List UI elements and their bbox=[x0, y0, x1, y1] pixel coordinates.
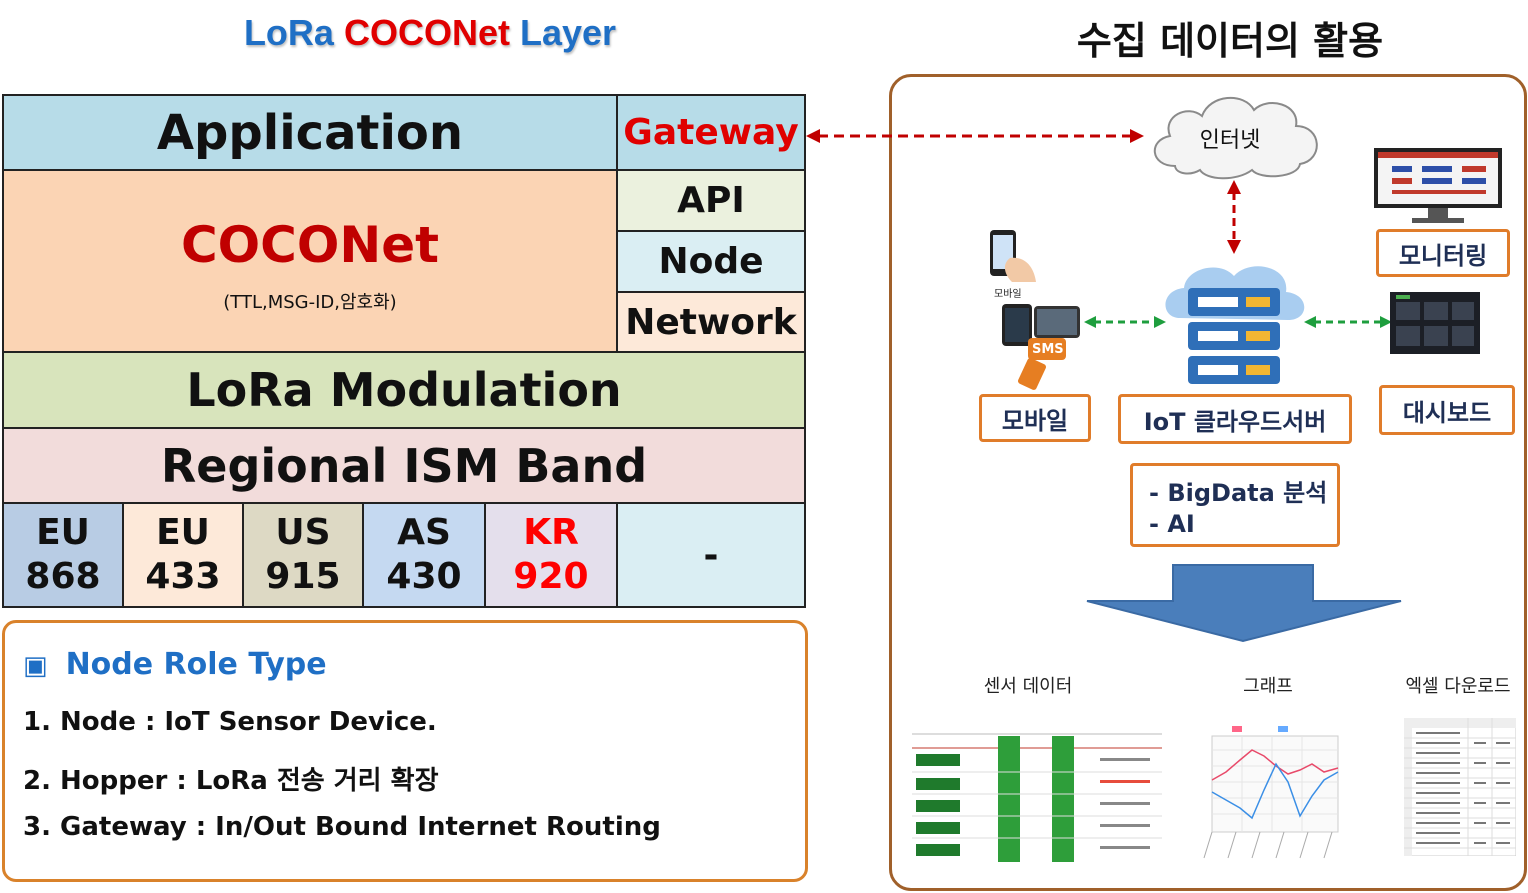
gateway-internet-arrow bbox=[806, 129, 1144, 143]
band-region: EU bbox=[36, 512, 90, 553]
internet-cloud-icon bbox=[1153, 96, 1318, 180]
square-icon: ▣ bbox=[23, 651, 48, 681]
band-freq: 430 bbox=[386, 556, 462, 597]
sms-badge: SMS bbox=[1032, 342, 1064, 357]
layer-node: Node bbox=[616, 230, 806, 293]
phone-hand-icon bbox=[990, 230, 1036, 282]
dash-label: - bbox=[703, 534, 719, 576]
monitor-icon bbox=[1374, 148, 1502, 223]
dashboard-icon bbox=[1390, 292, 1480, 354]
server-dashboard-arrow bbox=[1304, 316, 1392, 328]
mobile-small-label: 모바일 bbox=[994, 289, 1022, 300]
node-role-box: ▣ Node Role Type 1. Node : IoT Sensor Dev… bbox=[2, 620, 808, 882]
application-label: Application bbox=[156, 104, 464, 161]
title-layer: Layer bbox=[519, 12, 617, 53]
band-freq: 920 bbox=[513, 556, 589, 597]
band-region: EU bbox=[156, 512, 210, 553]
layer-api: API bbox=[616, 169, 806, 232]
band-freq: 915 bbox=[265, 556, 341, 597]
ism-label: Regional ISM Band bbox=[160, 438, 648, 493]
band-region: US bbox=[275, 512, 331, 553]
cloud-server-label: IoT 클라우드서버 bbox=[1118, 394, 1352, 444]
graph-title: 그래프 bbox=[1243, 676, 1293, 697]
dashboard-label: 대시보드 bbox=[1379, 385, 1515, 435]
band-region: KR bbox=[523, 512, 579, 553]
band-us-915: US 915 bbox=[242, 502, 364, 608]
band-eu-868: EU 868 bbox=[2, 502, 124, 608]
down-arrow-icon bbox=[1086, 564, 1402, 643]
internet-server-arrow bbox=[1227, 180, 1241, 254]
layer-coconet: COCONet (TTL,MSG-ID,암호화) bbox=[2, 169, 618, 353]
analysis-box: - BigData 분석 - AI bbox=[1130, 463, 1340, 547]
right-title: 수집 데이터의 활용 bbox=[1076, 19, 1384, 63]
left-title: LoRa COCONet Layer bbox=[0, 12, 860, 54]
excel-thumbnail bbox=[1404, 718, 1516, 856]
layer-lora-modulation: LoRa Modulation bbox=[2, 351, 806, 429]
excel-title: 엑셀 다운로드 bbox=[1405, 676, 1511, 697]
layer-gateway: Gateway bbox=[616, 94, 806, 171]
node-role-heading: ▣ Node Role Type bbox=[23, 647, 327, 682]
cloud-server-icon bbox=[1165, 266, 1305, 384]
layer-network: Network bbox=[616, 291, 806, 353]
title-coconet: COCONet bbox=[343, 12, 510, 53]
role-item-hopper: 2. Hopper : LoRa 전송 거리 확장 bbox=[23, 766, 439, 796]
band-as-430: AS 430 bbox=[362, 502, 486, 608]
phones-icon bbox=[1002, 304, 1080, 390]
graph-thumbnail bbox=[1203, 726, 1339, 859]
layer-application: Application bbox=[2, 94, 618, 171]
coconet-label: COCONet bbox=[180, 216, 440, 274]
band-region: AS bbox=[397, 512, 451, 553]
band-eu-433: EU 433 bbox=[122, 502, 244, 608]
coconet-sub-label: (TTL,MSG-ID,암호화) bbox=[223, 292, 397, 313]
analysis-item-ai: - AI bbox=[1149, 509, 1195, 538]
api-label: API bbox=[677, 180, 745, 221]
gateway-label: Gateway bbox=[623, 112, 799, 153]
node-label: Node bbox=[658, 241, 764, 282]
node-role-heading-text: Node Role Type bbox=[65, 647, 327, 682]
band-dash: - bbox=[616, 502, 806, 608]
role-item-gateway: 3. Gateway : In/Out Bound Internet Routi… bbox=[23, 812, 661, 842]
modulation-label: LoRa Modulation bbox=[186, 363, 622, 417]
mobile-server-arrow bbox=[1084, 316, 1166, 328]
band-freq: 433 bbox=[145, 556, 221, 597]
monitoring-label: 모니터링 bbox=[1376, 229, 1510, 277]
sensor-table-thumbnail bbox=[910, 728, 1164, 862]
network-label: Network bbox=[625, 301, 797, 343]
role-item-node: 1. Node : IoT Sensor Device. bbox=[23, 707, 437, 737]
band-freq: 868 bbox=[25, 556, 101, 597]
analysis-item-bigdata: - BigData 분석 bbox=[1149, 478, 1328, 507]
sensor-data-title: 센서 데이터 bbox=[983, 676, 1073, 697]
band-kr-920: KR 920 bbox=[484, 502, 618, 608]
mobile-label: 모바일 bbox=[979, 394, 1091, 442]
layer-regional-ism-band: Regional ISM Band bbox=[2, 427, 806, 504]
title-lora: LoRa bbox=[243, 12, 334, 53]
internet-label: 인터넷 bbox=[1199, 128, 1261, 153]
